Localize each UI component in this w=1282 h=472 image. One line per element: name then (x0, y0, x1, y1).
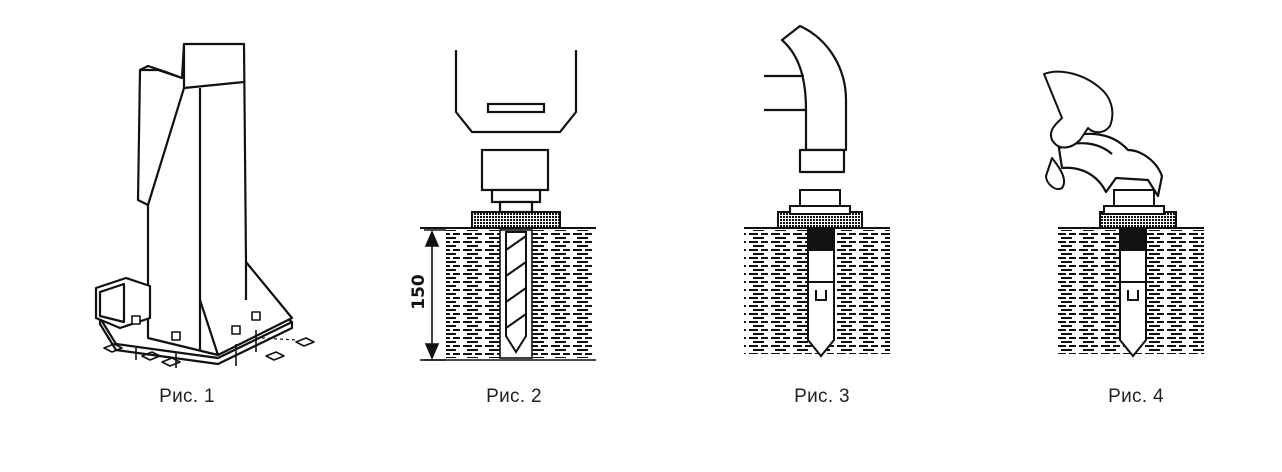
figure-4-caption: Рис. 4 (1108, 386, 1164, 407)
figure-1-post-base (94, 42, 315, 368)
bolt-head (1103, 189, 1165, 215)
bracket-body (136, 42, 294, 357)
anchor-bolts (131, 311, 261, 368)
anchor-bolt (807, 229, 835, 358)
depth-dimension (424, 229, 446, 361)
drill-bit (505, 231, 527, 354)
bolt-head (789, 189, 851, 215)
depth-label: 150 (409, 274, 429, 310)
pad (471, 211, 561, 229)
anchor-bolt (1119, 229, 1147, 358)
hand-icon (1043, 70, 1114, 190)
hammer-icon (764, 24, 848, 174)
figure-4-wrenching (1043, 70, 1204, 358)
drill-icon (454, 50, 578, 214)
washers (103, 337, 315, 367)
figure-3-caption: Рис. 3 (794, 386, 850, 407)
figure-1-caption: Рис. 1 (159, 386, 215, 407)
figure-2-caption: Рис. 2 (486, 386, 542, 407)
figure-3-hammering (744, 24, 890, 358)
figure-2-drilling (420, 50, 596, 361)
